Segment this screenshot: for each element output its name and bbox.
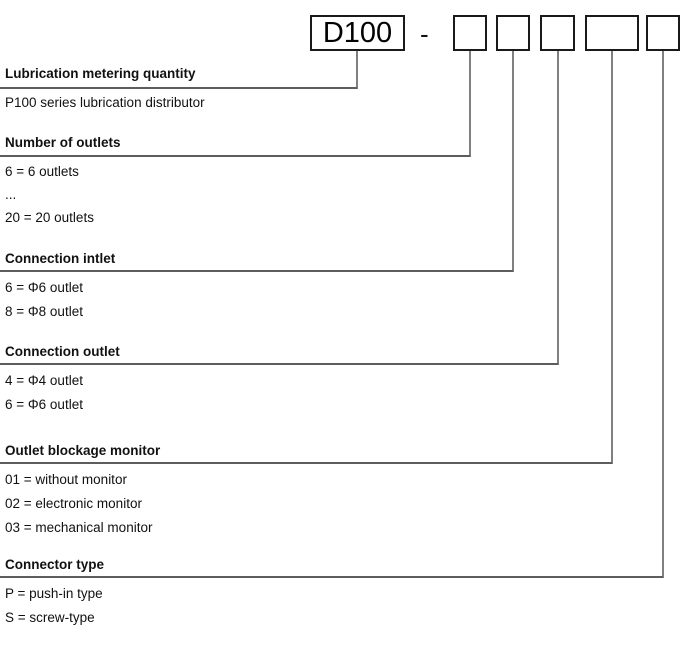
section-item: 6 = 6 outlets — [5, 164, 79, 179]
section-item: 03 = mechanical monitor — [5, 520, 153, 535]
section-item: 4 = Φ4 outlet — [5, 373, 83, 388]
section-number-of-outlets: Number of outlets 6 = 6 outlets ... 20 =… — [5, 135, 121, 230]
section-heading: Outlet blockage monitor — [5, 443, 161, 458]
code-box-number-of-outlets[interactable] — [453, 15, 487, 51]
code-box-base-model: D100 — [310, 15, 405, 51]
code-box-connector-type[interactable] — [646, 15, 680, 51]
section-item: 6 = Φ6 outlet — [5, 397, 83, 412]
section-item: ... — [5, 187, 17, 202]
section-item: S = screw-type — [5, 610, 95, 625]
section-heading: Connector type — [5, 557, 105, 572]
section-lubrication-metering-quantity: Lubrication metering quantity P100 serie… — [5, 66, 205, 115]
section-item: P = push-in type — [5, 586, 103, 601]
section-heading: Connection outlet — [5, 344, 120, 359]
section-item: 20 = 20 outlets — [5, 210, 94, 225]
section-heading: Connection intlet — [5, 251, 116, 266]
code-box-connection-outlet[interactable] — [540, 15, 575, 51]
section-item: 6 = Φ6 outlet — [5, 280, 83, 295]
code-box-outlet-blockage-monitor[interactable] — [585, 15, 639, 51]
section-outlet-blockage-monitor: Outlet blockage monitor 01 = without mon… — [5, 443, 160, 540]
code-box-connection-intlet[interactable] — [496, 15, 530, 51]
code-separator-dash: - — [420, 19, 429, 49]
section-connector-type: Connector type P = push-in type S = scre… — [5, 557, 104, 630]
section-item: 8 = Φ8 outlet — [5, 304, 83, 319]
section-item: P100 series lubrication distributor — [5, 95, 205, 110]
section-connection-intlet: Connection intlet 6 = Φ6 outlet 8 = Φ8 o… — [5, 251, 115, 324]
section-heading: Number of outlets — [5, 135, 121, 150]
section-item: 02 = electronic monitor — [5, 496, 142, 511]
section-item: 01 = without monitor — [5, 472, 127, 487]
section-heading: Lubrication metering quantity — [5, 66, 196, 81]
section-connection-outlet: Connection outlet 4 = Φ4 outlet 6 = Φ6 o… — [5, 344, 120, 417]
